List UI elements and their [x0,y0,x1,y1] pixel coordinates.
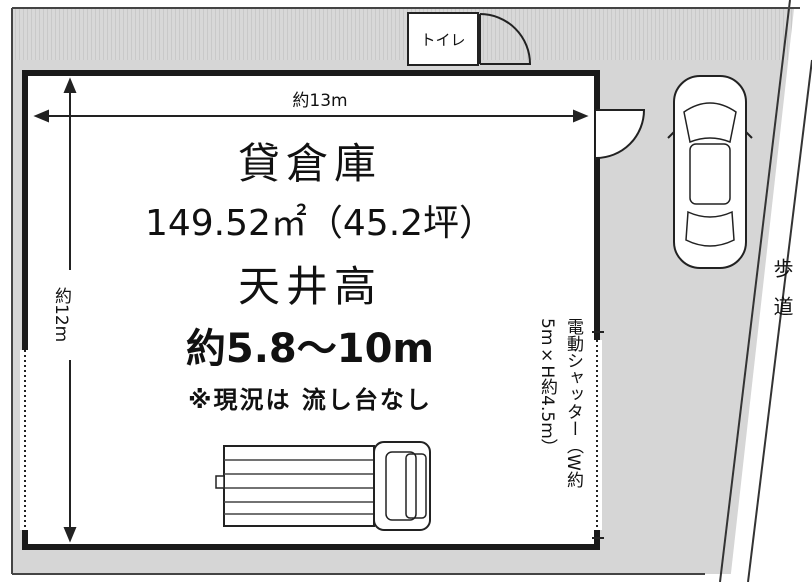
car-icon [667,75,753,269]
sidewalk-label: 歩道 [770,258,794,334]
sidewalk-surface [730,0,812,582]
width-dimension-label: 約13m [270,86,370,111]
toilet-door [479,13,532,65]
side-door [595,109,646,160]
toilet-label: トイレ [420,30,466,49]
sidewalk-edge-line [747,59,812,582]
toilet-room: トイレ [407,12,479,66]
shutter-label: 電動シャッター（W約5m×H約4.5m） [537,318,583,488]
note-text: ※現況は 流し台なし [188,386,432,414]
road-edge-line [719,0,791,582]
truck-icon [215,441,431,531]
depth-dimension-label: 約12m [44,270,74,360]
ceiling-height-value: 約5.8～10m [185,326,435,372]
ceiling-height-label: 天井高 [237,262,382,311]
warehouse-title: 貸倉庫 [237,139,382,188]
area-text: 149.52㎡（45.2坪） [144,203,496,244]
